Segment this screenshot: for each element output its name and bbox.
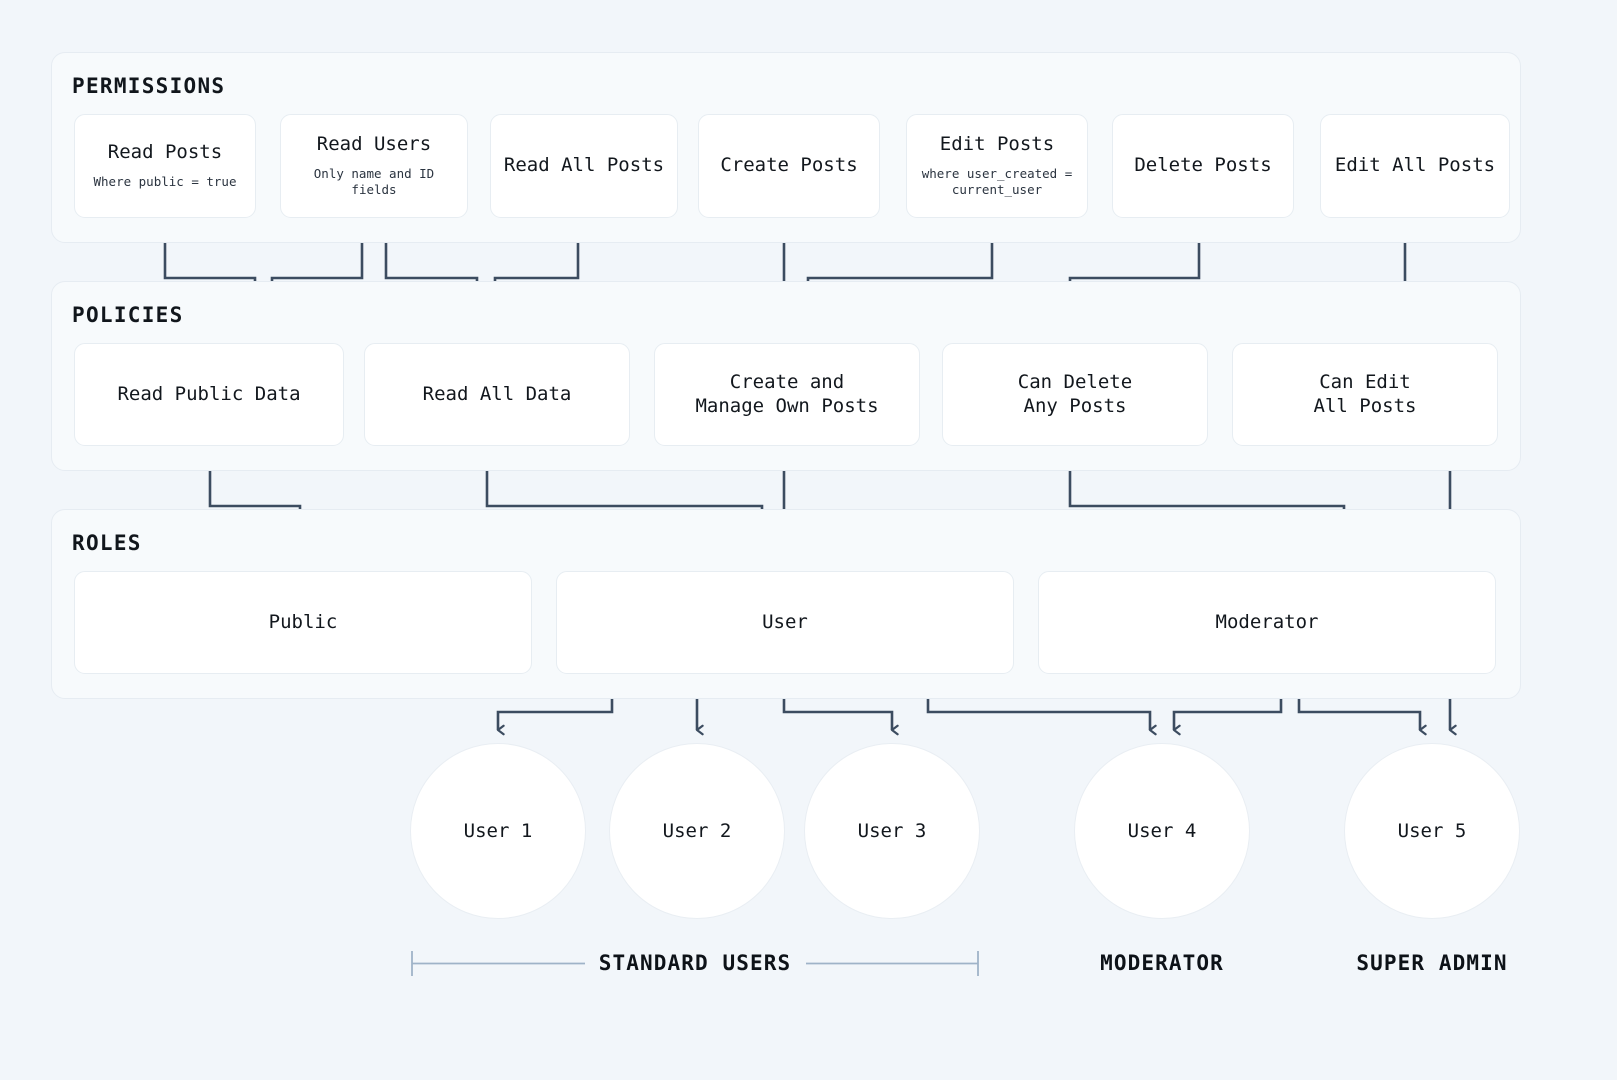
roles-section-title: ROLES — [72, 531, 142, 555]
permission-title: Edit All Posts — [1334, 154, 1496, 177]
user-node-4[interactable]: User 4 — [1074, 743, 1250, 919]
permission-title: Read All Posts — [503, 154, 665, 177]
policies-section-title: POLICIES — [72, 303, 184, 327]
permission-subtitle: Only name and ID fields — [313, 165, 435, 198]
permission-title: Read Users — [316, 132, 432, 155]
user-node-label: User 2 — [662, 820, 732, 842]
group-label-moderator: MODERATOR — [1100, 951, 1224, 975]
permission-card-read-users[interactable]: Read Users Only name and ID fields — [280, 114, 468, 218]
policy-title: Can Delete Any Posts — [1017, 370, 1133, 417]
role-card-public[interactable]: Public — [74, 571, 532, 674]
policy-card-read-public-data[interactable]: Read Public Data — [74, 343, 344, 446]
user-node-5[interactable]: User 5 — [1344, 743, 1520, 919]
role-title: User — [762, 610, 808, 633]
permission-card-edit-all-posts[interactable]: Edit All Posts — [1320, 114, 1510, 218]
role-card-moderator[interactable]: Moderator — [1038, 571, 1496, 674]
permission-subtitle: where user_created = current_user — [921, 165, 1073, 198]
role-title: Public — [268, 610, 338, 633]
permission-card-create-posts[interactable]: Create Posts — [698, 114, 880, 218]
permission-title: Delete Posts — [1134, 154, 1272, 177]
user-node-label: User 4 — [1127, 820, 1197, 842]
policy-card-read-all-data[interactable]: Read All Data — [364, 343, 630, 446]
user-node-3[interactable]: User 3 — [804, 743, 980, 919]
user-node-2[interactable]: User 2 — [609, 743, 785, 919]
group-label-standard-users: STANDARD USERS — [598, 951, 792, 975]
role-card-user[interactable]: User — [556, 571, 1014, 674]
policy-title: Read All Data — [422, 382, 572, 405]
user-node-label: User 3 — [857, 820, 927, 842]
user-node-label: User 1 — [463, 820, 533, 842]
permission-card-read-posts[interactable]: Read Posts Where public = true — [74, 114, 256, 218]
user-node-1[interactable]: User 1 — [410, 743, 586, 919]
permissions-section-title: PERMISSIONS — [72, 74, 226, 98]
policy-title: Can Edit All Posts — [1313, 370, 1417, 417]
policy-title: Read Public Data — [117, 382, 301, 405]
policy-card-can-edit-all-posts[interactable]: Can Edit All Posts — [1232, 343, 1498, 446]
group-label-super-admin: SUPER ADMIN — [1356, 951, 1508, 975]
role-title: Moderator — [1215, 610, 1319, 633]
user-node-label: User 5 — [1397, 820, 1467, 842]
permission-title: Edit Posts — [939, 132, 1055, 155]
permission-subtitle: Where public = true — [93, 174, 237, 190]
permission-card-delete-posts[interactable]: Delete Posts — [1112, 114, 1294, 218]
policy-card-create-manage-own-posts[interactable]: Create and Manage Own Posts — [654, 343, 920, 446]
permission-title: Read Posts — [107, 141, 223, 164]
permission-title: Create Posts — [720, 154, 858, 177]
policy-title: Create and Manage Own Posts — [695, 370, 879, 417]
policy-card-can-delete-any-posts[interactable]: Can Delete Any Posts — [942, 343, 1208, 446]
permission-card-edit-posts[interactable]: Edit Posts where user_created = current_… — [906, 114, 1088, 218]
permission-card-read-all-posts[interactable]: Read All Posts — [490, 114, 678, 218]
